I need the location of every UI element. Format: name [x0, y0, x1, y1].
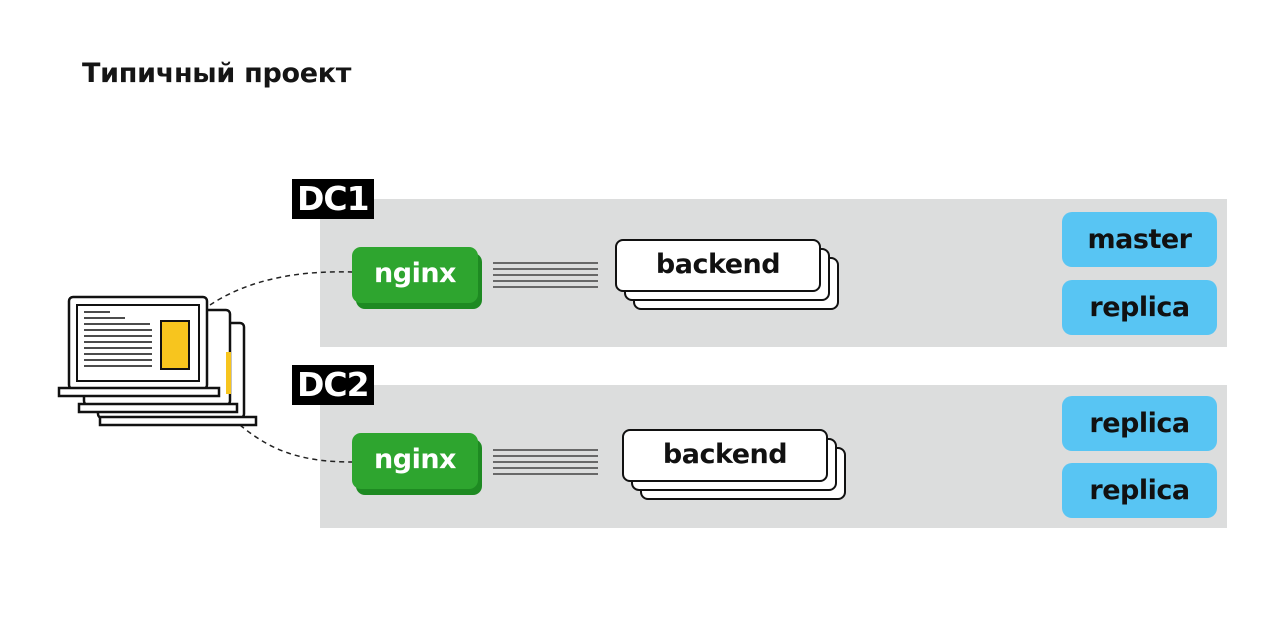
db-replica-dc1: replica — [1062, 280, 1217, 335]
nginx-node-dc1: nginx — [352, 247, 482, 309]
nginx1-to-backend1-link — [493, 262, 598, 288]
db-master-dc1: master — [1062, 212, 1217, 267]
backend-label: backend — [622, 429, 828, 482]
backend-stack-dc2: backend — [622, 429, 852, 501]
dc1-label: DC1 — [292, 179, 374, 219]
client-to-nginx1-connector — [209, 271, 353, 306]
nginx2-to-backend2-link — [493, 449, 598, 475]
nginx-node-dc2: nginx — [352, 433, 482, 495]
nginx-node-label: nginx — [352, 247, 478, 303]
backend-stack-dc1: backend — [615, 239, 845, 311]
dc2-label: DC2 — [292, 365, 374, 405]
db-replica-dc2-a: replica — [1062, 396, 1217, 451]
backend-label: backend — [615, 239, 821, 292]
client-to-nginx2-connector — [239, 424, 353, 463]
nginx-node-label: nginx — [352, 433, 478, 489]
slide-title: Типичный проект — [82, 58, 352, 89]
db-replica-dc2-b: replica — [1062, 463, 1217, 518]
